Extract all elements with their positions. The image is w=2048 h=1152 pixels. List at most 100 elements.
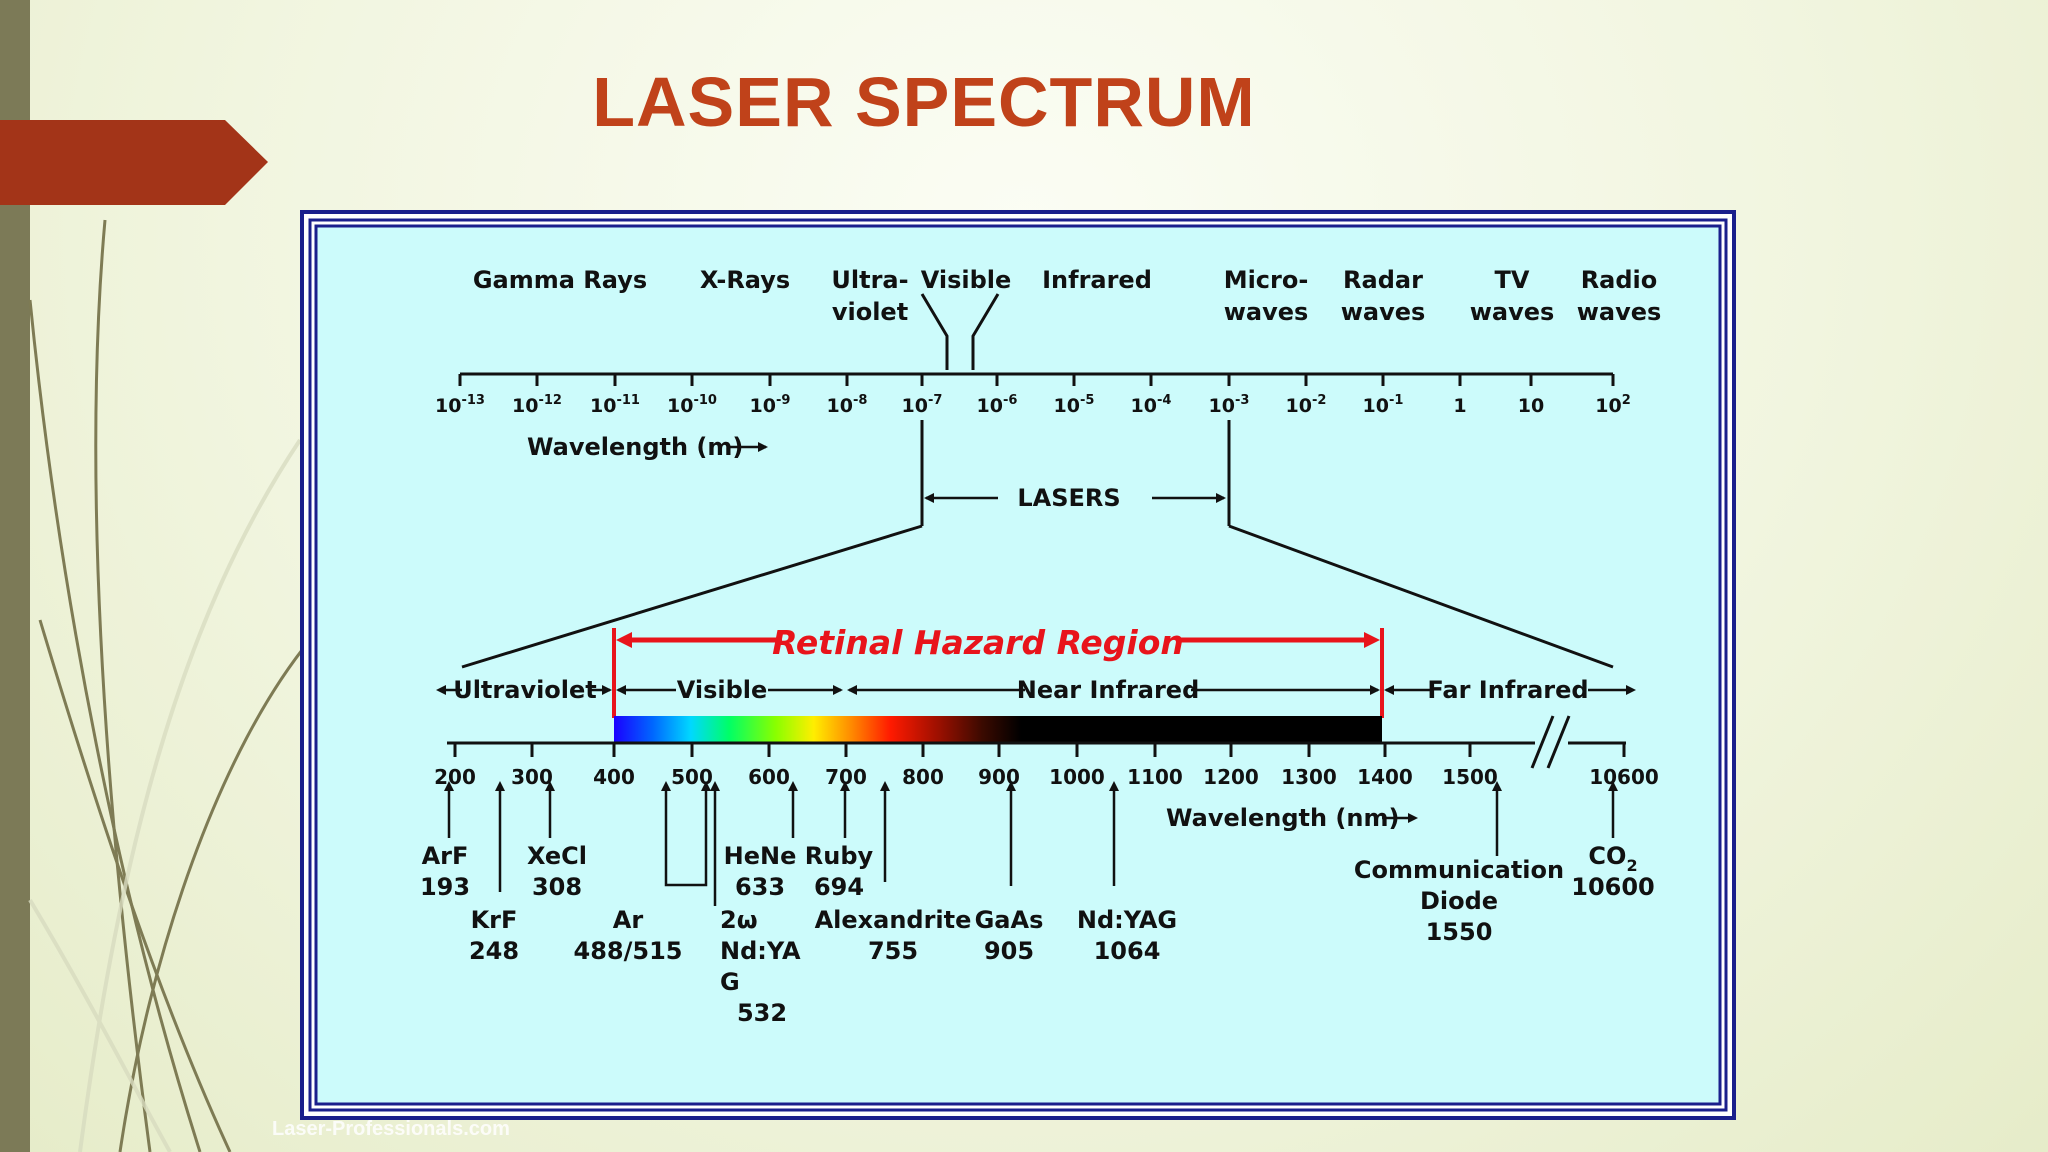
nm-tick-label: 10600	[1589, 765, 1659, 789]
laser-name: Ruby	[805, 842, 874, 870]
watermark: Laser-Professionals.com	[272, 1118, 510, 1140]
em-band-label: Gamma Rays	[473, 266, 647, 294]
laser-name: KrF	[471, 906, 518, 934]
laser-pointer-head	[701, 781, 711, 791]
laser-label-5: HeNe 633	[724, 842, 797, 901]
axis-break-icon	[1530, 715, 1571, 769]
panel-background	[314, 224, 1722, 1106]
em-band-label: Infrared	[1042, 266, 1152, 294]
em-tick-label: 1	[1453, 395, 1466, 417]
laser-wavelength: 10600	[1571, 873, 1655, 901]
slide-title: LASER SPECTRUM	[592, 63, 1256, 141]
em-tick-label: 10-2	[1286, 393, 1327, 417]
hazard-region-label: Retinal Hazard Region	[772, 623, 1184, 662]
region-visible: Visible	[677, 676, 768, 704]
em-tick-label: 10-7	[902, 393, 943, 417]
em-tick-label: 10-8	[827, 393, 868, 417]
em-tick-exponent: -10	[693, 393, 717, 408]
em-tick-base: 10	[435, 395, 461, 417]
region-ultraviolet: Ultraviolet	[453, 676, 597, 704]
em-axis-label: Wavelength (m)	[527, 433, 743, 461]
laser-name: Communication	[1354, 856, 1564, 884]
em-tick-exponent: -11	[616, 393, 640, 408]
laser-name-line2: Diode	[1420, 887, 1498, 915]
em-tick-label: 10-11	[590, 393, 640, 417]
em-tick-base: 10	[902, 395, 928, 417]
laser-wavelength: 248	[469, 937, 519, 965]
em-tick-base: 10	[1131, 395, 1157, 417]
nm-tick-label: 1400	[1357, 765, 1413, 789]
em-tick-base: 10	[1518, 395, 1544, 417]
title-tab	[0, 120, 268, 205]
laser-wavelength: 193	[420, 873, 470, 901]
laser-pointer-head	[444, 781, 454, 791]
laser-pointer-head	[788, 781, 798, 791]
laser-pointer-head	[1006, 781, 1016, 791]
laser-wavelength: 905	[984, 937, 1034, 965]
laser-pointer-head	[1608, 781, 1618, 791]
laser-pointer-head	[880, 781, 890, 791]
em-tick-label: 10-10	[667, 393, 717, 417]
em-tick-exponent: -4	[1157, 393, 1171, 408]
em-tick-base: 10	[1286, 395, 1312, 417]
laser-name: Nd:YAG	[1077, 906, 1177, 934]
laser-pointer-head	[1109, 781, 1119, 791]
em-tick-label: 10-9	[750, 393, 791, 417]
em-tick-exponent: -12	[538, 393, 562, 408]
region-near-infrared: Near Infrared	[1017, 676, 1200, 704]
laser-wavelength: 633	[735, 873, 785, 901]
em-tick-exponent: -9	[776, 393, 790, 408]
laser-pointer-head	[1492, 781, 1502, 791]
nm-tick-label: 1500	[1442, 765, 1498, 789]
laser-wavelength: 694	[814, 873, 864, 901]
em-band-label-line2: waves	[1470, 298, 1555, 326]
em-tick-base: 10	[512, 395, 538, 417]
laser-name: Alexandrite	[815, 906, 972, 934]
nm-axis-label: Wavelength (nm)	[1166, 804, 1399, 832]
em-tick-base: 10	[977, 395, 1003, 417]
laser-pointer-head	[661, 781, 671, 791]
laser-name-line3: G	[720, 968, 740, 996]
laser-name: GaAs	[975, 906, 1044, 934]
lasers-label: LASERS	[1017, 484, 1120, 512]
em-tick-exponent: -2	[1312, 393, 1326, 408]
ar-bracket	[664, 880, 708, 887]
laser-pointer-head	[495, 781, 505, 791]
em-tick-exponent: -3	[1235, 393, 1249, 408]
laser-label-0: ArF 193	[420, 842, 470, 901]
nm-tick-label: 600	[748, 765, 790, 789]
laser-name: HeNe	[724, 842, 797, 870]
nm-tick-label: 300	[511, 765, 553, 789]
nm-tick-label: 1200	[1203, 765, 1259, 789]
em-tick-exponent: -5	[1080, 393, 1094, 408]
em-tick-base: 1	[1453, 395, 1466, 417]
em-tick-exponent: 2	[1622, 393, 1631, 408]
em-tick-base: 10	[590, 395, 616, 417]
em-tick-base: 10	[1054, 395, 1080, 417]
em-band-label-line2: waves	[1341, 298, 1426, 326]
em-tick-label: 10-12	[512, 393, 562, 417]
laser-labels: ArF193KrF248XeCl308Ar488/5152ωNd:YAG532H…	[420, 842, 1655, 1027]
visible-funnel	[920, 293, 1000, 370]
laser-wavelength: 532	[737, 999, 787, 1027]
em-tick-label: 10-13	[435, 393, 485, 417]
laser-wavelength: 308	[532, 873, 582, 901]
laser-name: 2ω	[720, 906, 758, 934]
em-tick-label: 10	[1518, 395, 1544, 417]
laser-name: ArF	[422, 842, 469, 870]
laser-label-8: GaAs 905	[975, 906, 1044, 965]
laser-name-line2: Nd:YA	[720, 937, 801, 965]
em-tick-label: 10-5	[1054, 393, 1095, 417]
em-band-label-line2: waves	[1224, 298, 1309, 326]
em-tick-exponent: -1	[1389, 393, 1403, 408]
em-tick-label: 10-4	[1131, 393, 1172, 417]
em-band-label: Visible	[921, 266, 1012, 294]
laser-arrows	[444, 781, 1618, 906]
